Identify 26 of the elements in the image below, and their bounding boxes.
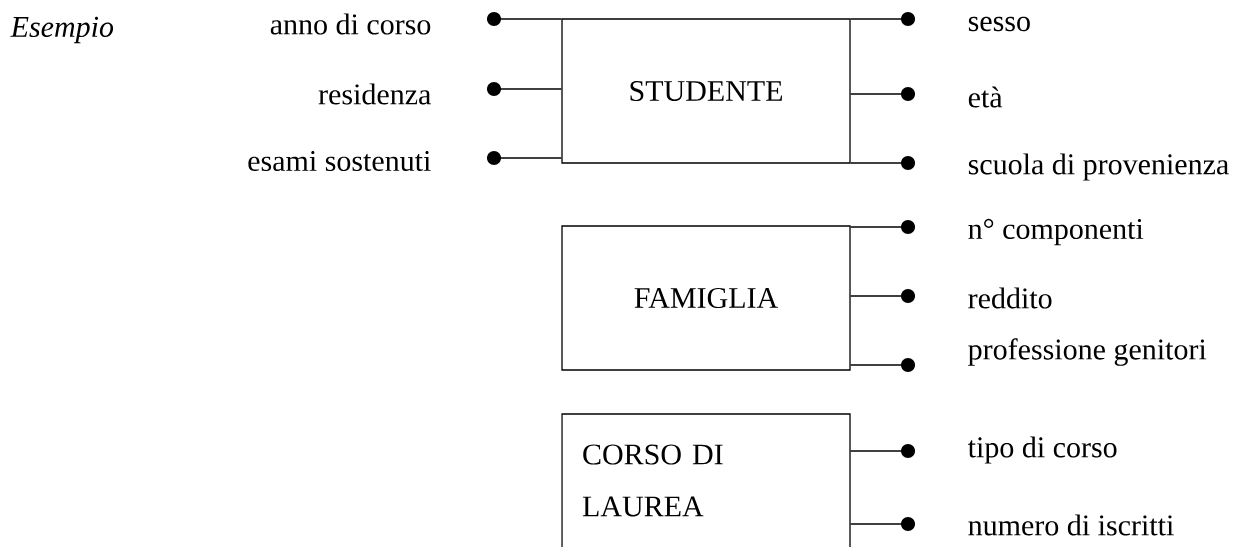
entity-box: FAMIGLIA bbox=[561, 225, 851, 371]
heading: Esempio bbox=[10, 16, 114, 44]
attribute-label: residenza bbox=[318, 83, 431, 105]
attribute-connector bbox=[486, 151, 562, 165]
attribute-label: anno di corso bbox=[270, 13, 431, 35]
attribute-label: numero di iscritti bbox=[968, 514, 1174, 536]
attribute-connector bbox=[850, 12, 916, 26]
attribute-connector bbox=[850, 220, 916, 234]
attribute-connector bbox=[850, 444, 916, 458]
entity-box: CORSO DI LAUREA bbox=[561, 413, 851, 547]
attribute-connector bbox=[486, 82, 562, 96]
attribute-label: esami sostenuti bbox=[248, 150, 431, 172]
attribute-label: n° componenti bbox=[968, 218, 1144, 246]
attribute-label: reddito bbox=[968, 287, 1052, 309]
attribute-label: sesso bbox=[968, 16, 1030, 32]
attribute-connector bbox=[850, 358, 916, 372]
attribute-label: scuola di provenienza bbox=[968, 153, 1229, 181]
attribute-label: età bbox=[968, 86, 1003, 108]
attribute-connector bbox=[850, 87, 916, 101]
attribute-connector bbox=[486, 12, 562, 26]
attribute-label: professione genitori bbox=[968, 338, 1207, 366]
attribute-connector bbox=[850, 289, 916, 303]
attribute-label: tipo di corso bbox=[967, 436, 1117, 464]
attribute-connector bbox=[850, 156, 916, 170]
entity-box: STUDENTE bbox=[561, 18, 851, 164]
attribute-connector bbox=[850, 517, 916, 531]
